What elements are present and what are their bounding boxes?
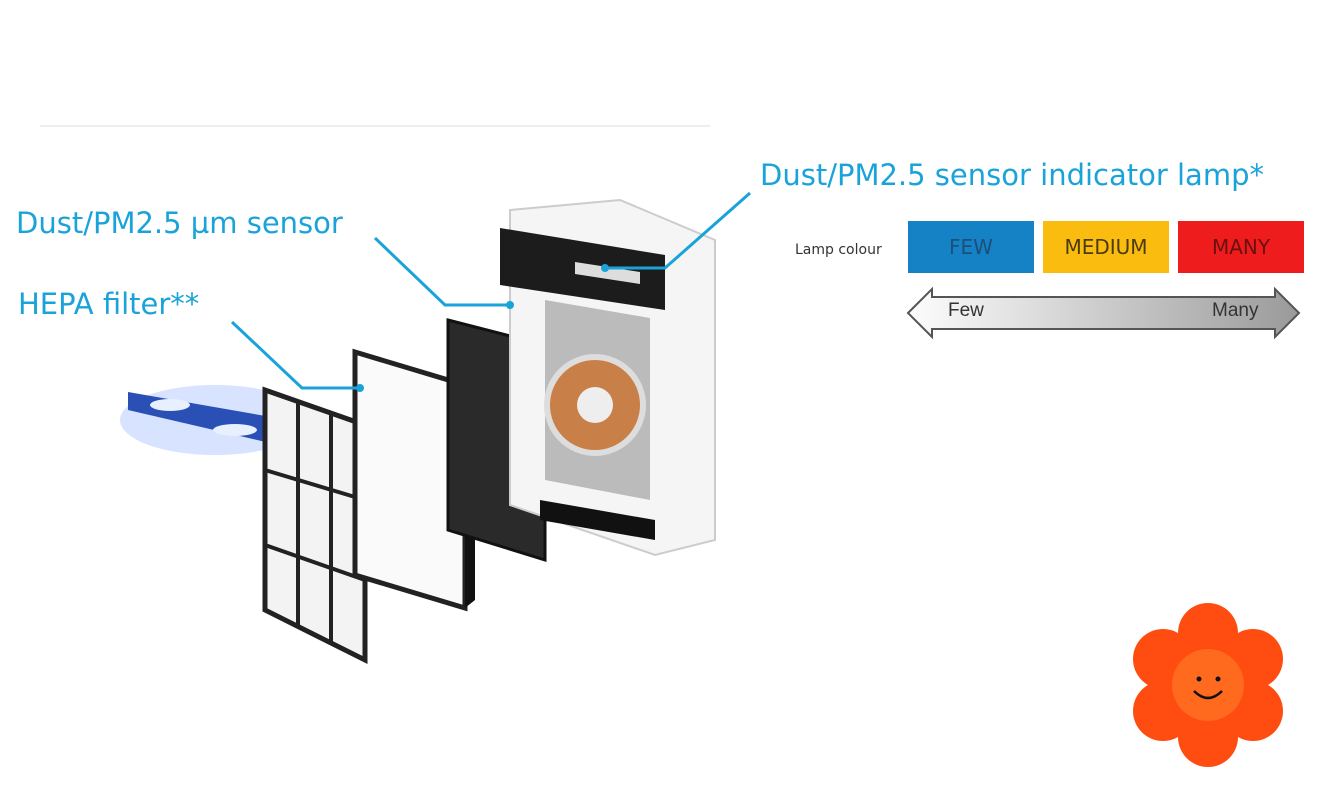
few-many-arrow [906,286,1301,340]
lamp-many-label: MANY [1211,235,1271,259]
air-purifier-body [500,198,716,557]
indicator-lamp-leader [605,191,751,270]
arrow-many-label: Many [1212,300,1259,321]
hepa-callout: HEPA filter** [18,287,200,321]
arrow-few-label: Few [948,300,984,321]
pre-filter [262,386,368,665]
lamp-few: FEW [908,221,1034,273]
lamp-medium-label: MEDIUM [1064,235,1148,259]
lamp-many: MANY [1178,221,1304,273]
hepa-leader [230,320,360,390]
lamp-medium: MEDIUM [1043,221,1169,273]
flower-sticker-icon [1133,603,1283,767]
lamp-few-label: FEW [949,235,993,259]
lamp-colour-label: Lamp colour [795,242,882,258]
sensor-callout: Dust/PM2.5 µm sensor [16,206,343,240]
sensor-leader [373,236,510,307]
indicator-lamp-callout: Dust/PM2.5 sensor indicator lamp* [760,158,1264,192]
